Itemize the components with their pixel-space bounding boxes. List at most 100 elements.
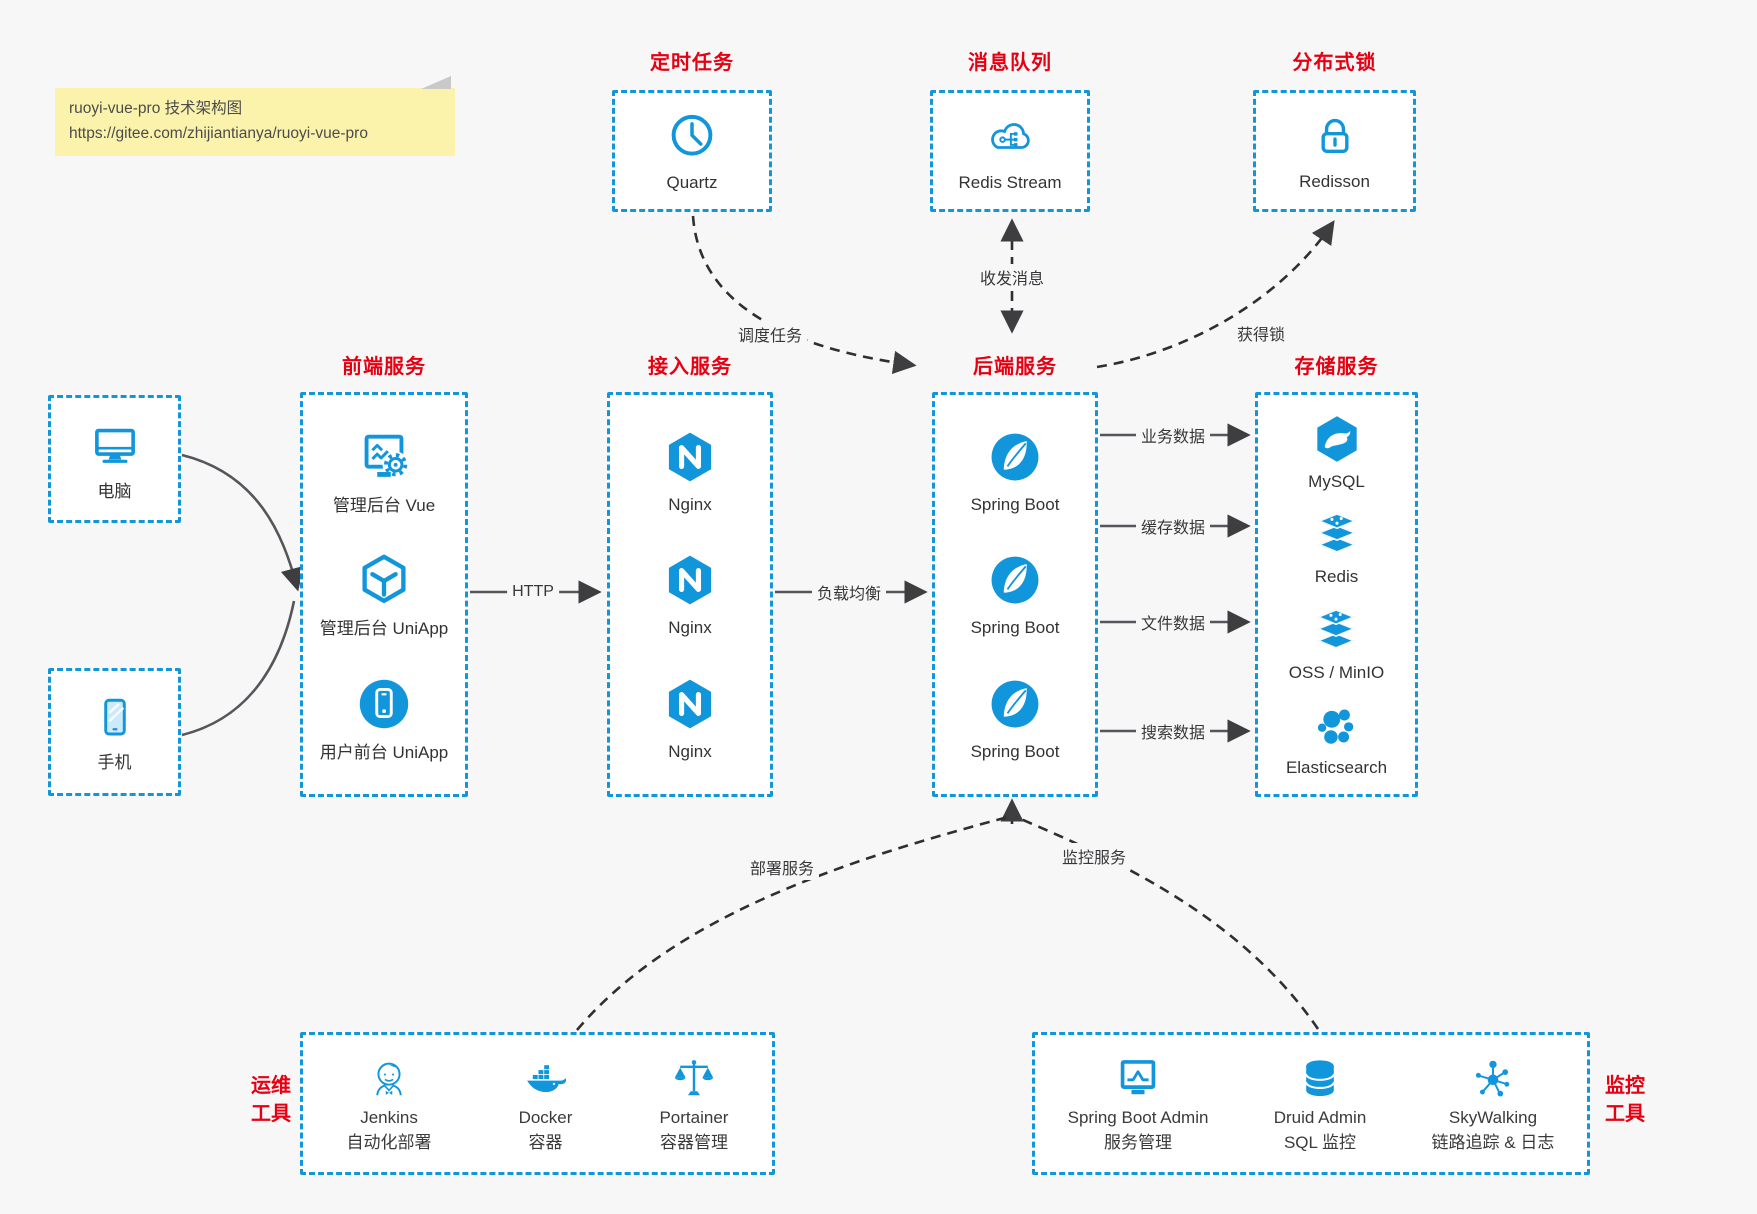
edge-label-load-balance: 负载均衡 bbox=[811, 579, 887, 605]
node-admin-vue[interactable]: 管理后台 Vue bbox=[333, 426, 435, 516]
lock-icon bbox=[1321, 118, 1348, 153]
node-label: Spring Boot bbox=[970, 494, 1060, 514]
column-box-frontend[interactable]: 管理后台 Vue 管理后台 UniApp 用户前台 UniApp bbox=[300, 392, 468, 797]
group-box-message-queue[interactable]: Redis Stream bbox=[930, 90, 1090, 212]
side-label-line1: 监控 bbox=[1605, 1075, 1645, 1097]
group-box-scheduled-jobs[interactable]: Quartz bbox=[612, 90, 772, 212]
node-label: 管理后台 Vue bbox=[332, 495, 436, 515]
node-label: Nginx bbox=[668, 618, 712, 638]
side-label-line2: 工具 bbox=[1605, 1103, 1645, 1125]
node-redisson[interactable]: Redisson bbox=[1299, 110, 1370, 192]
tool-name: Docker bbox=[518, 1108, 573, 1128]
tool-name: Druid Admin bbox=[1273, 1108, 1367, 1128]
edge-label-schedule: 调度任务 bbox=[732, 321, 808, 347]
node-user-uniapp[interactable]: 用户前台 UniApp bbox=[320, 673, 448, 763]
nginx-icon bbox=[668, 679, 712, 729]
clock-icon bbox=[671, 114, 713, 156]
elasticsearch-icon bbox=[1318, 709, 1354, 744]
group-box-ops-tools[interactable]: Jenkins 自动化部署 Docker 容器 bbox=[300, 1032, 775, 1175]
node-label: Elasticsearch bbox=[1285, 757, 1388, 777]
node-label: Redis bbox=[1314, 567, 1359, 587]
edge-acquire-lock-line bbox=[1096, 220, 1335, 369]
column-title-backend: 后端服务 bbox=[973, 356, 1057, 378]
tool-desc: 自动化部署 bbox=[346, 1132, 432, 1152]
node-spring-boot-admin[interactable]: Spring Boot Admin 服务管理 bbox=[1067, 1053, 1209, 1153]
node-elasticsearch[interactable]: Elasticsearch bbox=[1286, 699, 1387, 778]
tool-name: SkyWalking bbox=[1448, 1108, 1538, 1128]
edge-label-biz-data: 业务数据 bbox=[1135, 422, 1211, 448]
druid-icon bbox=[1305, 1060, 1335, 1097]
sticky-note[interactable]: ruoyi-vue-pro 技术架构图 https://gitee.com/zh… bbox=[55, 76, 455, 156]
column-box-storage[interactable]: MySQL Redis bbox=[1255, 392, 1418, 797]
group-box-monitor-tools[interactable]: Spring Boot Admin 服务管理 Druid Admin SQL 监… bbox=[1032, 1032, 1590, 1175]
tool-desc: 容器 bbox=[528, 1132, 563, 1152]
node-label: 电脑 bbox=[97, 481, 132, 501]
redis-stack-icon bbox=[1316, 513, 1357, 554]
node-redis-stream[interactable]: Redis Stream bbox=[958, 109, 1062, 193]
edge-deploy-line bbox=[576, 815, 1009, 1031]
node-portainer[interactable]: Portainer 容器管理 bbox=[659, 1053, 728, 1153]
node-label: Nginx bbox=[668, 494, 712, 514]
nginx-icon bbox=[668, 555, 712, 605]
edge-label-cache-data: 缓存数据 bbox=[1135, 513, 1211, 539]
tool-name: Portainer bbox=[659, 1108, 729, 1128]
docker-icon bbox=[527, 1065, 567, 1093]
node-nginx-2[interactable]: Nginx bbox=[660, 550, 720, 638]
node-label: Spring Boot bbox=[970, 742, 1060, 762]
group-title-distributed-lock: 分布式锁 bbox=[1292, 52, 1377, 74]
node-phone[interactable]: 手机 bbox=[88, 691, 142, 773]
node-nginx-1[interactable]: Nginx bbox=[660, 427, 720, 515]
edge-label-acquire-lock: 获得锁 bbox=[1231, 320, 1291, 346]
column-box-gateway[interactable]: Nginx Nginx Nginx bbox=[607, 392, 773, 797]
node-quartz[interactable]: Quartz bbox=[664, 109, 720, 193]
node-spring-boot-2[interactable]: Spring Boot bbox=[971, 550, 1059, 638]
node-label: 用户前台 UniApp bbox=[319, 743, 449, 763]
node-label: Nginx bbox=[668, 742, 712, 762]
node-jenkins[interactable]: Jenkins 自动化部署 bbox=[347, 1053, 432, 1153]
node-druid-admin[interactable]: Druid Admin SQL 监控 bbox=[1273, 1053, 1367, 1153]
node-spring-boot-3[interactable]: Spring Boot bbox=[970, 674, 1060, 762]
column-title-frontend: 前端服务 bbox=[342, 356, 426, 378]
tool-desc: 链路追踪 & 日志 bbox=[1431, 1132, 1555, 1152]
edge-label-deploy: 部署服务 bbox=[744, 854, 820, 880]
node-skywalking[interactable]: SkyWalking 链路追踪 & 日志 bbox=[1431, 1053, 1555, 1153]
column-box-backend[interactable]: Spring Boot Spring Boot Spring Boot bbox=[932, 392, 1098, 797]
edge-client-phone-line bbox=[181, 600, 296, 737]
node-oss-minio[interactable]: OSS / MinIO bbox=[1289, 604, 1384, 683]
group-title-scheduled-jobs: 定时任务 bbox=[650, 52, 734, 74]
node-spring-boot-1[interactable]: Spring Boot bbox=[970, 427, 1060, 515]
side-label-ops-tools: 运维 工具 bbox=[246, 1072, 296, 1128]
cloud-stream-icon bbox=[991, 122, 1030, 149]
column-title-gateway: 接入服务 bbox=[648, 356, 732, 378]
client-box-pc[interactable]: 电脑 bbox=[48, 395, 181, 523]
node-label: 管理后台 UniApp bbox=[319, 619, 449, 639]
note-url: https://gitee.com/zhijiantianya/ruoyi-vu… bbox=[69, 124, 368, 142]
mobile-app-icon bbox=[359, 679, 409, 729]
node-nginx-3[interactable]: Nginx bbox=[660, 674, 720, 762]
tool-desc: 服务管理 bbox=[1104, 1132, 1173, 1152]
node-admin-uniapp[interactable]: 管理后台 UniApp bbox=[320, 549, 448, 639]
side-label-monitor-tools: 监控 工具 bbox=[1600, 1072, 1650, 1128]
tool-name: Spring Boot Admin bbox=[1067, 1108, 1209, 1128]
tool-desc: 容器管理 bbox=[659, 1132, 728, 1152]
node-label: MySQL bbox=[1308, 472, 1365, 491]
group-title-message-queue: 消息队列 bbox=[968, 52, 1052, 74]
node-pc[interactable]: 电脑 bbox=[86, 416, 144, 502]
side-label-line1: 运维 bbox=[251, 1075, 291, 1097]
edge-label-search-data: 搜索数据 bbox=[1135, 718, 1211, 744]
node-label: 手机 bbox=[97, 752, 132, 772]
node-label: Redis Stream bbox=[958, 172, 1062, 192]
edge-label-file-data: 文件数据 bbox=[1135, 609, 1211, 635]
node-mysql[interactable]: MySQL bbox=[1308, 411, 1365, 492]
node-docker[interactable]: Docker 容器 bbox=[518, 1053, 573, 1153]
desktop-icon bbox=[94, 428, 135, 463]
node-redis[interactable]: Redis bbox=[1310, 508, 1364, 587]
portainer-icon bbox=[674, 1060, 714, 1096]
spring-boot-icon bbox=[991, 680, 1039, 728]
spring-boot-icon bbox=[991, 433, 1039, 481]
side-label-line2: 工具 bbox=[251, 1103, 291, 1125]
skywalking-icon bbox=[1475, 1061, 1510, 1097]
client-box-phone[interactable]: 手机 bbox=[48, 668, 181, 796]
group-box-distributed-lock[interactable]: Redisson bbox=[1253, 90, 1416, 212]
